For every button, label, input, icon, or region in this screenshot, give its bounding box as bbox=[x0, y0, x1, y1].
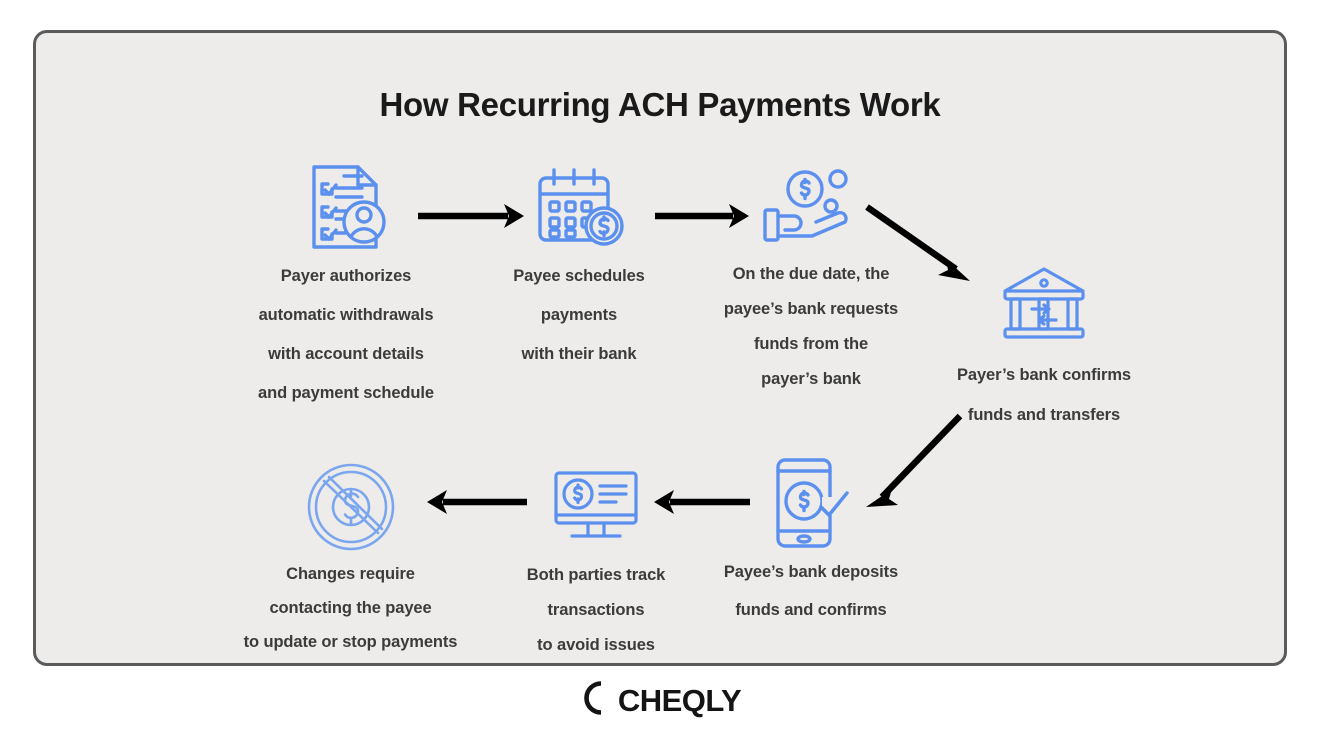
arrow-4 bbox=[856, 411, 966, 521]
calendar-dollar-icon bbox=[479, 157, 679, 257]
mobile-payment-check-icon bbox=[691, 453, 931, 553]
step-2: Payee schedules payments with their bank bbox=[479, 157, 679, 374]
bank-transfer-icon bbox=[924, 255, 1164, 355]
arrow-1 bbox=[416, 199, 528, 238]
infographic-card: How Recurring ACH Payments Work bbox=[33, 30, 1287, 666]
cheqly-double-c-icon bbox=[579, 678, 621, 723]
hand-coins-icon bbox=[691, 157, 931, 257]
brand-name: CHEQLY bbox=[617, 682, 742, 718]
page-title: How Recurring ACH Payments Work bbox=[379, 86, 941, 123]
step-5: Payee’s bank deposits funds and confirms bbox=[691, 453, 931, 629]
arrow-5 bbox=[648, 485, 752, 524]
step-3: On the due date, the payee’s bank reques… bbox=[691, 157, 931, 397]
step-6: Both parties track transactions to avoid… bbox=[496, 458, 696, 663]
document-checklist-person-icon bbox=[211, 157, 481, 257]
step-4-caption: Payer’s bank confirms funds and transfer… bbox=[957, 366, 1131, 424]
no-payment-prohibited-icon bbox=[208, 457, 493, 557]
arrow-3 bbox=[862, 201, 982, 298]
arrow-6 bbox=[421, 485, 529, 524]
step-1-caption: Payer authorizes automatic withdrawals w… bbox=[258, 267, 434, 402]
step-5-caption: Payee’s bank deposits funds and confirms bbox=[723, 563, 899, 619]
step-4: Payer’s bank confirms funds and transfer… bbox=[924, 255, 1164, 435]
step-7-caption: Changes require contacting the payee to … bbox=[243, 565, 458, 651]
step-1: Payer authorizes automatic withdrawals w… bbox=[211, 157, 481, 413]
step-7: Changes require contacting the payee to … bbox=[208, 457, 493, 659]
step-3-caption: On the due date, the payee’s bank reques… bbox=[723, 265, 899, 388]
brand-logo: CHEQLY bbox=[0, 678, 1320, 723]
monitor-transaction-icon bbox=[496, 458, 696, 558]
arrow-2 bbox=[653, 199, 753, 238]
step-2-caption: Payee schedules payments with their bank bbox=[513, 267, 645, 363]
step-6-caption: Both parties track transactions to avoid… bbox=[526, 566, 666, 654]
